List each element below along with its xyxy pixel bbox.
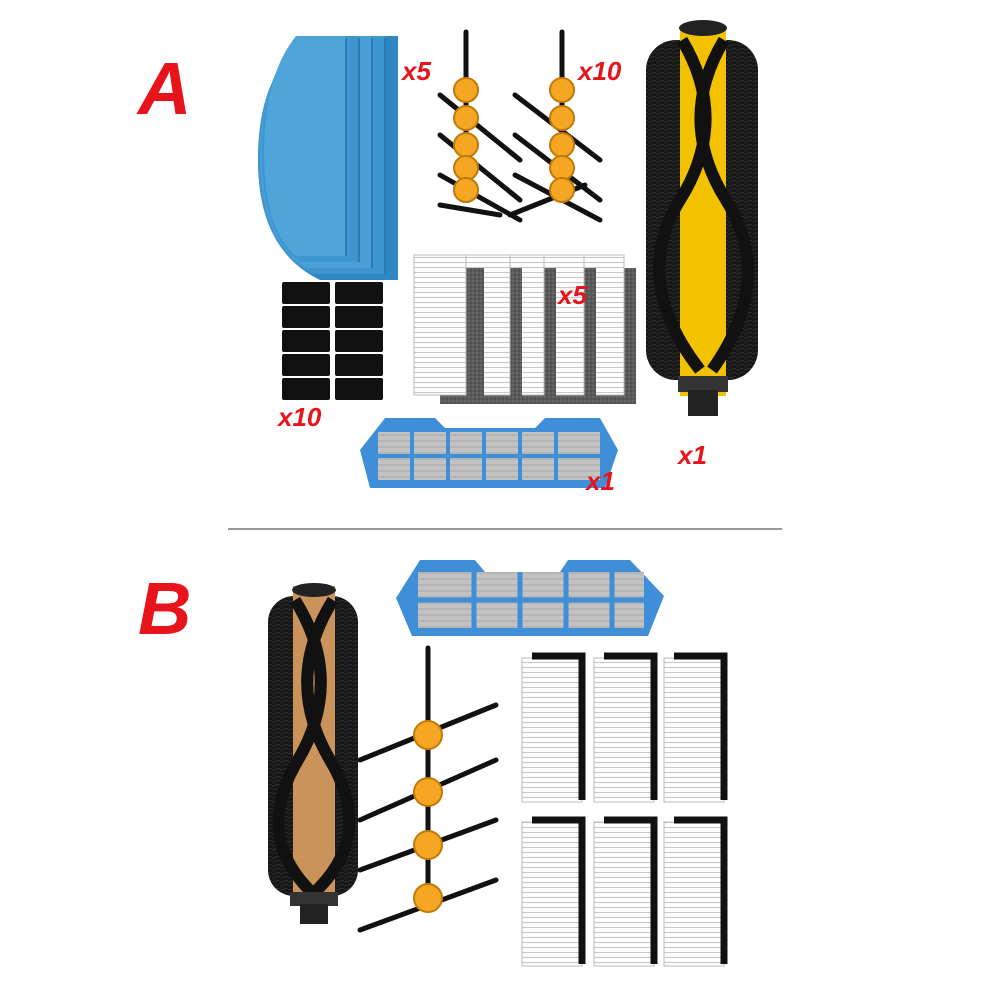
sponge-filter-icon (282, 282, 383, 400)
side-brush-hubs (453, 77, 575, 203)
side-brushes-quantity: x10 (578, 56, 622, 86)
hepa-filter-icon (413, 254, 636, 404)
roller-brush-icon-b (268, 583, 358, 924)
hepa-filter-icon-b (521, 652, 728, 967)
dustbin-filter-icon-b (396, 560, 664, 636)
hepa-filters-quantity: x5 (558, 280, 587, 310)
kit-b-label: B (138, 567, 192, 650)
kit-a-label: A (138, 47, 192, 130)
side-brush-hubs-b (413, 720, 443, 913)
dustbin-filter-quantity: x1 (586, 466, 615, 496)
roller-brush-icon (646, 20, 758, 416)
kit-divider (228, 528, 782, 530)
sponge-filters-quantity: x10 (278, 402, 322, 432)
dustbin-filter-icon (360, 418, 618, 488)
main-brush-quantity: x1 (678, 440, 707, 470)
mop-pads-quantity: x5 (402, 56, 431, 86)
mop-pad-icon (258, 36, 398, 280)
